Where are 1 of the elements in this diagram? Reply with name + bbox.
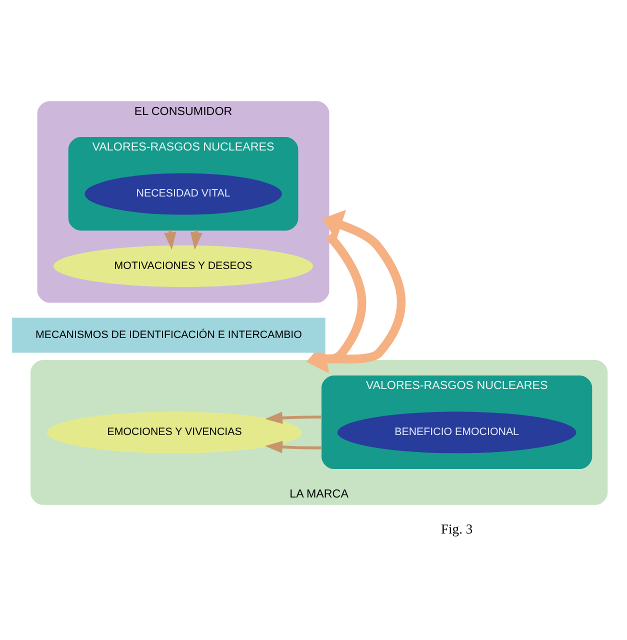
- label: Fig. 3: [440, 520, 473, 536]
